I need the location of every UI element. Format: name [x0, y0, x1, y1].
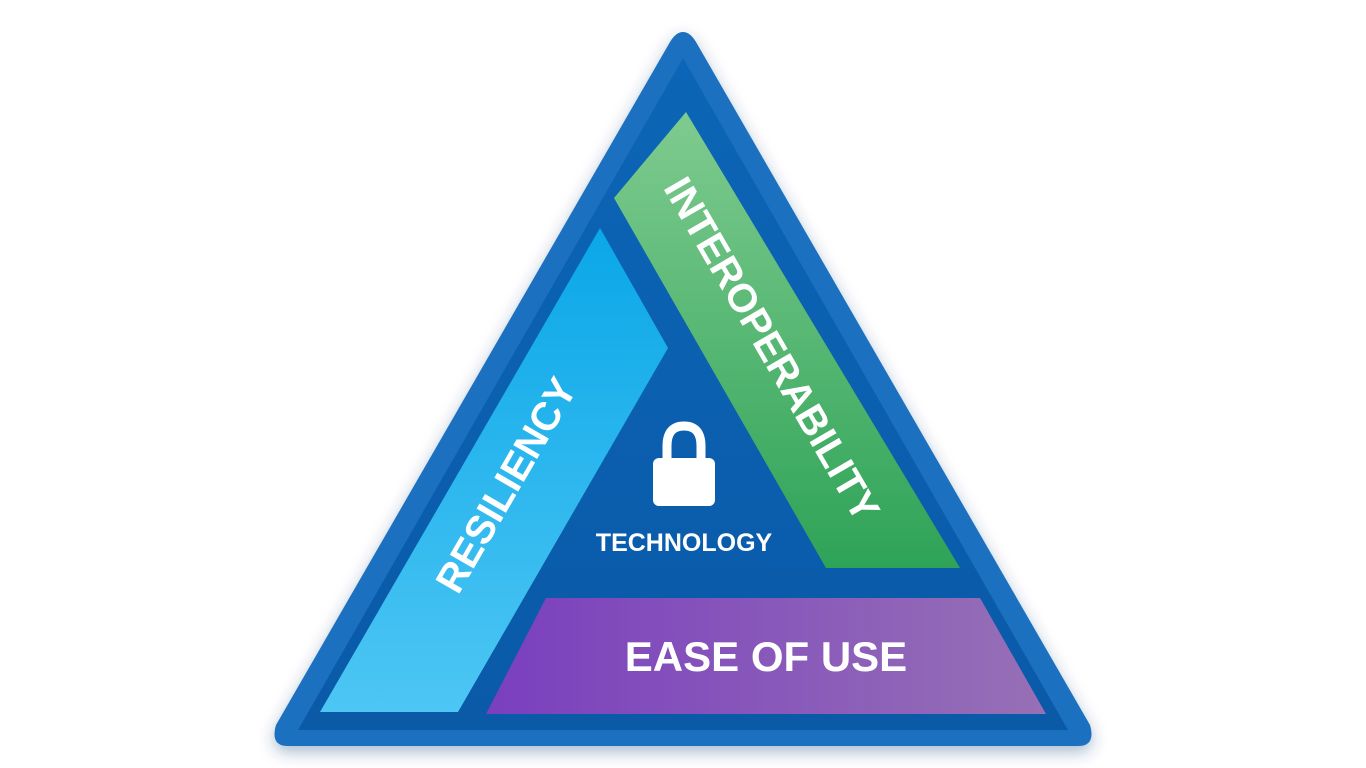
- center-label: TECHNOLOGY: [596, 529, 773, 557]
- ease-of-use-band: [486, 598, 1046, 714]
- lock-icon: [653, 421, 715, 506]
- resiliency-band: [320, 228, 668, 712]
- ease-of-use-label: EASE OF USE: [625, 633, 907, 680]
- interoperability-band: [614, 112, 960, 568]
